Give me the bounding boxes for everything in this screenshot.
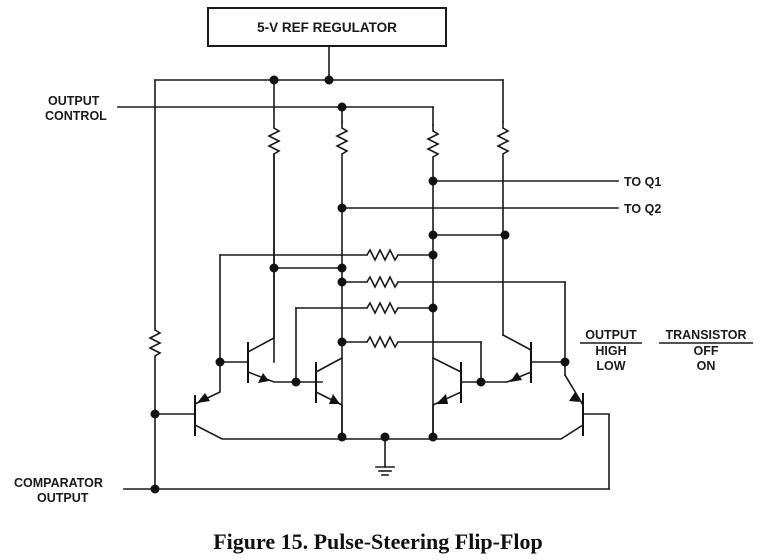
- to-q2-label: TO Q2: [624, 202, 661, 216]
- comparator-output-label-line1: COMPARATOR: [14, 476, 103, 490]
- transistor-right-inner-2: [480, 333, 570, 383]
- junction-dot: [500, 230, 510, 240]
- transistor-left-inner-1: [215, 153, 323, 383]
- transistor-right-outer: [432, 373, 610, 490]
- junction-dot: [337, 337, 347, 347]
- resistor: [335, 127, 349, 155]
- to-q1-label: TO Q1: [624, 175, 661, 189]
- junction-dot: [428, 230, 438, 240]
- truth-table-cell: OFF: [694, 344, 719, 358]
- ground-icon: [375, 466, 395, 476]
- emitter-arrow: [197, 393, 210, 403]
- resistor: [366, 275, 399, 289]
- resistor: [366, 248, 399, 262]
- cross-coupling-network: [219, 230, 566, 383]
- resistor: [496, 127, 510, 155]
- output-control-line: [117, 102, 434, 126]
- truth-table-cell: ON: [697, 359, 716, 373]
- junction-dot: [291, 377, 301, 387]
- pullup-resistors: [267, 79, 510, 438]
- transistor-left-inner-2: [291, 356, 344, 438]
- junction-dot: [428, 176, 438, 186]
- junction-dot: [215, 357, 225, 367]
- output-control-label-line2: CONTROL: [45, 109, 107, 123]
- output-lines: TO Q1 TO Q2: [337, 175, 661, 216]
- comparator-output-label-line2: OUTPUT: [37, 491, 89, 505]
- truth-table-cell: LOW: [596, 359, 625, 373]
- emitter-arrow: [258, 373, 269, 383]
- junction-dot: [428, 432, 438, 442]
- junction-dot: [324, 75, 334, 85]
- junction-dot: [560, 357, 570, 367]
- regulator-label: 5-V REF REGULATOR: [257, 20, 397, 35]
- resistor: [148, 329, 162, 357]
- junction-dot: [337, 203, 347, 213]
- truth-table-cell: HIGH: [595, 344, 626, 358]
- junction-dot: [337, 263, 347, 273]
- emitter-arrow: [436, 394, 448, 404]
- ground-bus: [337, 432, 438, 476]
- ref-regulator-block: 5-V REF REGULATOR: [207, 7, 447, 47]
- junction-dot: [428, 250, 438, 260]
- emitter-arrow: [569, 392, 580, 402]
- output-control-label-line1: OUTPUT: [48, 94, 100, 108]
- junction-dot: [337, 102, 347, 112]
- emitter-arrow: [510, 372, 522, 382]
- junction-dot: [337, 432, 347, 442]
- truth-table-header-transistor: TRANSISTOR: [665, 328, 746, 342]
- junction-dot: [150, 484, 160, 494]
- junction-dot: [428, 303, 438, 313]
- comparator-input-resistor: [148, 329, 162, 491]
- resistor: [366, 335, 399, 349]
- resistor: [366, 301, 399, 315]
- junction-dot: [337, 277, 347, 287]
- figure-caption: Figure 15. Pulse-Steering Flip-Flop: [213, 529, 543, 554]
- supply-rail: [154, 45, 504, 331]
- truth-table-header-output: OUTPUT: [585, 328, 637, 342]
- transistor-right-inner-1: [431, 356, 486, 438]
- emitter-arrow: [329, 394, 340, 404]
- resistor: [426, 130, 440, 158]
- transistor-left-outer: [154, 359, 434, 440]
- truth-table: OUTPUT HIGH LOW TRANSISTOR OFF ON: [580, 328, 753, 373]
- comparator-output-line: [123, 484, 610, 494]
- resistor: [267, 127, 281, 155]
